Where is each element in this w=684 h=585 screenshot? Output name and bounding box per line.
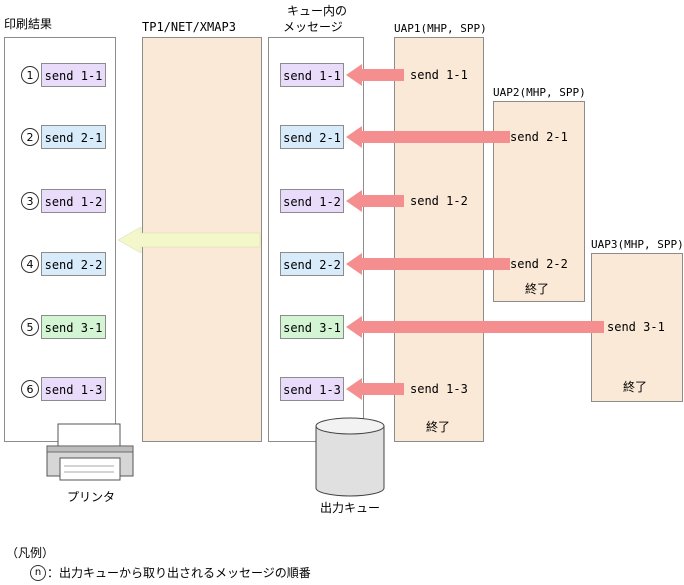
send-arrow-1-1 xyxy=(346,64,404,86)
output-arrow xyxy=(117,226,261,254)
order-number: 2 xyxy=(21,128,39,146)
legend-title: （凡例） xyxy=(6,546,55,560)
send-arrow-1-2 xyxy=(346,190,404,212)
queue-message: send 2-2 xyxy=(280,252,344,276)
print-result-label: 印刷結果 xyxy=(4,17,53,31)
send-arrow-2-1 xyxy=(346,126,510,148)
uap1-panel xyxy=(394,37,484,442)
uap-send-label: send 2-1 xyxy=(510,130,568,144)
uap2-label: UAP2(MHP, SPP) xyxy=(493,86,586,99)
uap3-end-label: 終了 xyxy=(623,380,648,394)
queue-panel xyxy=(268,37,364,442)
legend-text: ：出力キューから取り出されるメッセージの順番 xyxy=(47,566,311,580)
print-result-item: send 2-1 xyxy=(41,125,106,149)
print-result-item: send 3-1 xyxy=(41,315,106,339)
send-arrow-3-1 xyxy=(346,316,604,338)
uap-send-label: send 3-1 xyxy=(607,320,665,334)
print-result-item: send 1-2 xyxy=(41,189,106,213)
queue-message: send 2-1 xyxy=(280,125,344,149)
queue-message: send 1-2 xyxy=(280,189,344,213)
uap3-panel xyxy=(591,253,683,402)
uap-send-label: send 2-2 xyxy=(510,257,568,271)
send-arrow-2-2 xyxy=(346,253,510,275)
send-arrow-1-3 xyxy=(346,378,404,400)
uap1-label: UAP1(MHP, SPP) xyxy=(394,22,487,35)
order-number: 5 xyxy=(21,318,39,336)
uap3-label: UAP3(MHP, SPP) xyxy=(591,238,684,251)
uap-send-label: send 1-3 xyxy=(410,382,468,396)
tp1-label: TP1/NET/XMAP3 xyxy=(142,20,236,34)
print-result-item: send 1-1 xyxy=(41,63,106,87)
print-result-item: send 1-3 xyxy=(41,377,106,401)
order-number: 1 xyxy=(21,66,39,84)
printer-label: プリンタ xyxy=(67,490,116,504)
queue-label-line2: メッセージ xyxy=(283,20,343,34)
queue-message: send 1-3 xyxy=(280,377,344,401)
order-number: 6 xyxy=(21,380,39,398)
queue-message: send 3-1 xyxy=(280,315,344,339)
uap1-end-label: 終了 xyxy=(426,420,451,434)
order-number: 3 xyxy=(21,192,39,210)
output-queue-label: 出力キュー xyxy=(320,501,381,515)
order-number: 4 xyxy=(21,255,39,273)
uap2-end-label: 終了 xyxy=(525,282,550,296)
print-result-item: send 2-2 xyxy=(41,252,106,276)
legend-order-symbol: n xyxy=(30,565,46,581)
queue-label-line1: キュー内の xyxy=(287,4,348,18)
queue-message: send 1-1 xyxy=(280,63,344,87)
uap-send-label: send 1-1 xyxy=(410,68,468,82)
print-result-panel xyxy=(4,37,116,442)
uap-send-label: send 1-2 xyxy=(410,194,468,208)
